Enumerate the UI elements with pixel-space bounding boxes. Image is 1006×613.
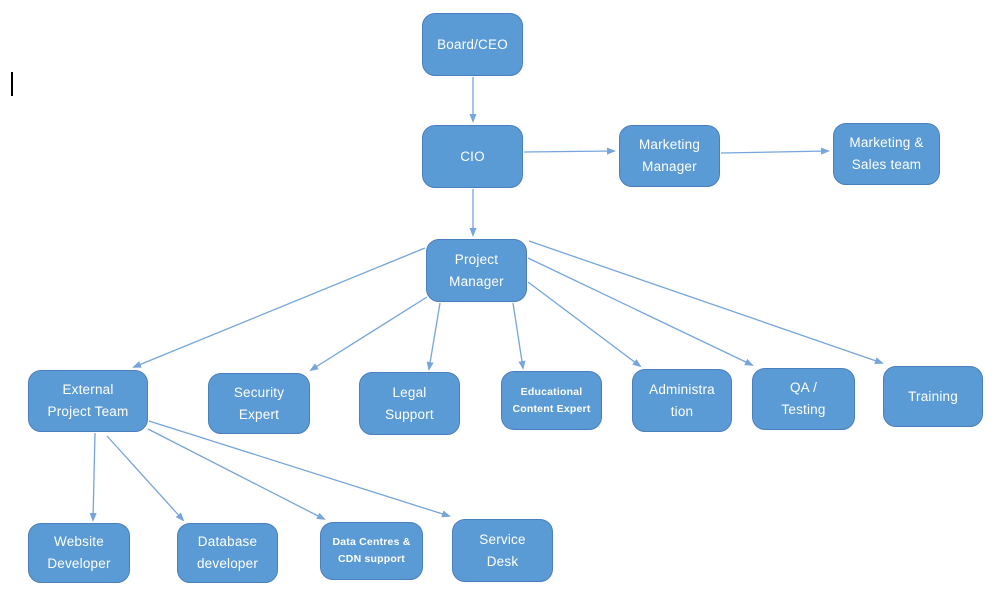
text-cursor-artifact bbox=[11, 72, 13, 96]
org-node-data-centres-cdn-support[interactable]: Data Centres & CDN support bbox=[320, 522, 423, 580]
node-label-line: Desk bbox=[486, 553, 519, 569]
node-label-line: Expert bbox=[238, 406, 280, 422]
node-label-line: Data Centres & bbox=[332, 536, 411, 548]
node-label-line: Marketing bbox=[638, 137, 701, 152]
org-node-training[interactable]: Training bbox=[883, 366, 983, 427]
org-node-qa-testing[interactable]: QA / Testing bbox=[752, 368, 855, 430]
node-label-line: Testing bbox=[781, 402, 826, 417]
node-label-line: Service bbox=[479, 531, 526, 547]
node-label-line: developer bbox=[196, 556, 259, 571]
node-label-line: Security bbox=[233, 384, 285, 400]
node-label-line: Board/CEO bbox=[437, 36, 508, 52]
node-label-line: QA / bbox=[789, 380, 818, 395]
node-label-line: Sales team bbox=[851, 157, 922, 172]
node-label-line: Manager bbox=[449, 273, 504, 289]
org-node-administration[interactable]: Administra tion bbox=[632, 369, 732, 432]
node-label-line: Training bbox=[908, 388, 958, 404]
node-label-line: Database bbox=[197, 534, 258, 549]
node-label-line: Developer bbox=[47, 556, 111, 571]
node-label-line: Project bbox=[454, 251, 499, 267]
node-label-line: External bbox=[62, 382, 114, 397]
node-label-line: CDN support bbox=[338, 553, 405, 565]
org-node-database-developer[interactable]: Database developer bbox=[177, 523, 278, 583]
node-label-line: tion bbox=[670, 403, 694, 419]
node-label-line: Project Team bbox=[47, 404, 129, 419]
node-label-line: Manager bbox=[642, 159, 697, 174]
node-label-line: Support bbox=[385, 406, 434, 422]
node-label-line: CIO bbox=[460, 148, 485, 164]
node-label-line: Educational bbox=[520, 385, 583, 398]
node-label-line: Website bbox=[54, 534, 104, 549]
node-label-line: Legal bbox=[392, 384, 427, 400]
node-label-line: Administra bbox=[649, 381, 715, 397]
org-node-marketing-sales-team[interactable]: Marketing & Sales team bbox=[833, 123, 940, 185]
node-label-line: Content Expert bbox=[512, 402, 591, 415]
node-label-line: Marketing & bbox=[849, 135, 924, 150]
org-node-cio[interactable]: CIO bbox=[422, 125, 523, 188]
org-node-board-ceo[interactable]: Board/CEO bbox=[422, 13, 523, 76]
